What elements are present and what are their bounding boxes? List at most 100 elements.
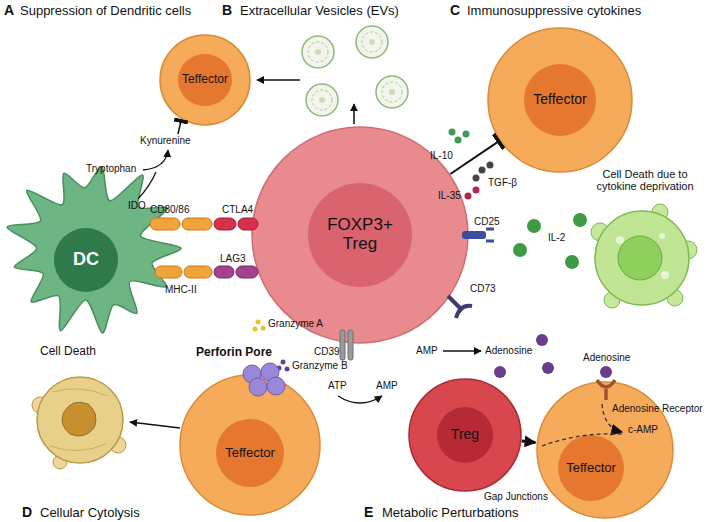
cell-label: Teffector — [532, 92, 588, 107]
inhibition-connector — [450, 141, 498, 174]
panel-letter: D — [22, 505, 32, 520]
il2-dots — [527, 219, 541, 233]
signal-arrow — [602, 404, 622, 432]
receptor-pair — [150, 218, 180, 230]
cd25-receptor — [462, 231, 486, 239]
cell-membrane — [252, 127, 468, 343]
death-arrow — [130, 422, 180, 428]
annotation-label: CD39 — [314, 346, 340, 357]
cd39-receptor — [340, 330, 353, 360]
il2-dots — [573, 213, 587, 227]
cytokine-dots — [463, 131, 470, 138]
cd25-receptor — [462, 229, 494, 241]
cell-outline — [0, 155, 185, 341]
annotation-label: c-AMP — [628, 424, 658, 435]
signal-arrow — [542, 434, 622, 446]
cytokine-dots — [449, 129, 494, 200]
annotation-label: LAG3 — [220, 253, 246, 264]
annotation-label: Tryptophan — [86, 163, 136, 174]
adenosine-dots — [494, 334, 612, 378]
cell-label: Teffector — [565, 461, 617, 475]
cd39-receptor — [348, 330, 353, 360]
arrow-connector — [522, 441, 536, 442]
granzyme-dots — [253, 327, 258, 332]
panel-title: Cellular Cytolysis — [40, 506, 140, 520]
vesicles — [302, 36, 334, 68]
adenosine-dots — [600, 366, 612, 378]
cell-circle: Teffector — [177, 372, 323, 518]
annotation-label: AMP — [416, 345, 438, 356]
dying-cell — [661, 271, 669, 279]
annotation-label: Perforin Pore — [196, 346, 272, 359]
panel-letter: C — [450, 3, 460, 18]
cell-membrane — [7, 167, 181, 333]
dying-cell — [591, 204, 697, 308]
cell-nucleus — [54, 228, 118, 292]
cell-circle: FOXP3+ Treg — [249, 124, 471, 346]
cell-label: DC — [72, 250, 100, 270]
cd25-receptor — [486, 229, 494, 241]
cell-membrane — [180, 375, 320, 515]
annotation-label: MHC-II — [165, 284, 197, 295]
dead-cell — [37, 377, 123, 463]
receptor-pair — [150, 218, 258, 230]
receptor-pair — [238, 218, 258, 230]
adenosine-dots — [536, 334, 548, 346]
annotation-label: AMP — [376, 380, 398, 391]
vesicles — [306, 84, 338, 116]
annotation-label: CD80/86 — [150, 204, 189, 215]
receptor-pair — [155, 266, 182, 278]
granzyme-dots — [285, 367, 290, 372]
dying-cell — [659, 233, 665, 239]
adenosine-receptor — [597, 380, 615, 387]
cell-nucleus — [558, 435, 624, 501]
dying-cell — [616, 236, 624, 244]
annotation-label: IDO — [128, 200, 146, 211]
receptor-pair — [155, 266, 258, 278]
cell-label: Teffector — [181, 73, 229, 86]
cell-circle: Teffector — [157, 32, 253, 128]
annotation-label: IL-10 — [430, 150, 453, 161]
panel-title: Extracellular Vesicles (EVs) — [240, 4, 399, 18]
adenosine-receptor — [604, 389, 608, 400]
cytokine-dots — [465, 193, 472, 200]
annotation-label: CTLA4 — [222, 204, 253, 215]
annotation-label: Granzyme A — [268, 318, 323, 329]
perforin-pore — [249, 378, 267, 396]
cell-nucleus — [178, 54, 232, 106]
perforin-pore — [267, 377, 285, 395]
il2-dots — [513, 213, 587, 269]
annotation-label: Cell Death due to cytokine deprivation — [590, 168, 700, 192]
il2-dots — [513, 243, 527, 257]
annotation-label: CD73 — [470, 283, 496, 294]
ido-arrow — [143, 150, 168, 170]
annotation-label: IL-35 — [438, 190, 461, 201]
cell-label: Teffector — [224, 446, 276, 460]
panel-letter: E — [364, 505, 373, 520]
cell-circle: Teffector — [485, 25, 635, 175]
annotation-label: Adenosine — [583, 352, 630, 363]
cell-outline — [534, 379, 676, 521]
cd73-receptor — [448, 296, 472, 318]
cd73-receptor — [456, 306, 472, 318]
cd39-receptor — [340, 330, 345, 360]
cell-circle: Teffector — [534, 379, 676, 521]
receptor-pair — [236, 266, 258, 278]
cell-membrane — [160, 35, 250, 125]
adenosine-receptor — [597, 380, 615, 400]
annotation-label: Kynurenine — [140, 135, 191, 146]
granzyme-dots — [281, 360, 286, 365]
cytokine-dots — [487, 162, 494, 169]
receptor-pair — [214, 218, 236, 230]
receptor-pair — [214, 266, 234, 278]
dying-cell — [595, 211, 689, 305]
vesicles — [376, 76, 408, 108]
il2-dots — [565, 255, 579, 269]
vesicles — [356, 26, 388, 58]
annotation-label: Granzyme B — [292, 360, 348, 371]
panel-title: Metabolic Perturbations — [382, 506, 519, 520]
annotation-label: Cell Death — [40, 345, 96, 358]
cell-membrane — [488, 28, 632, 172]
